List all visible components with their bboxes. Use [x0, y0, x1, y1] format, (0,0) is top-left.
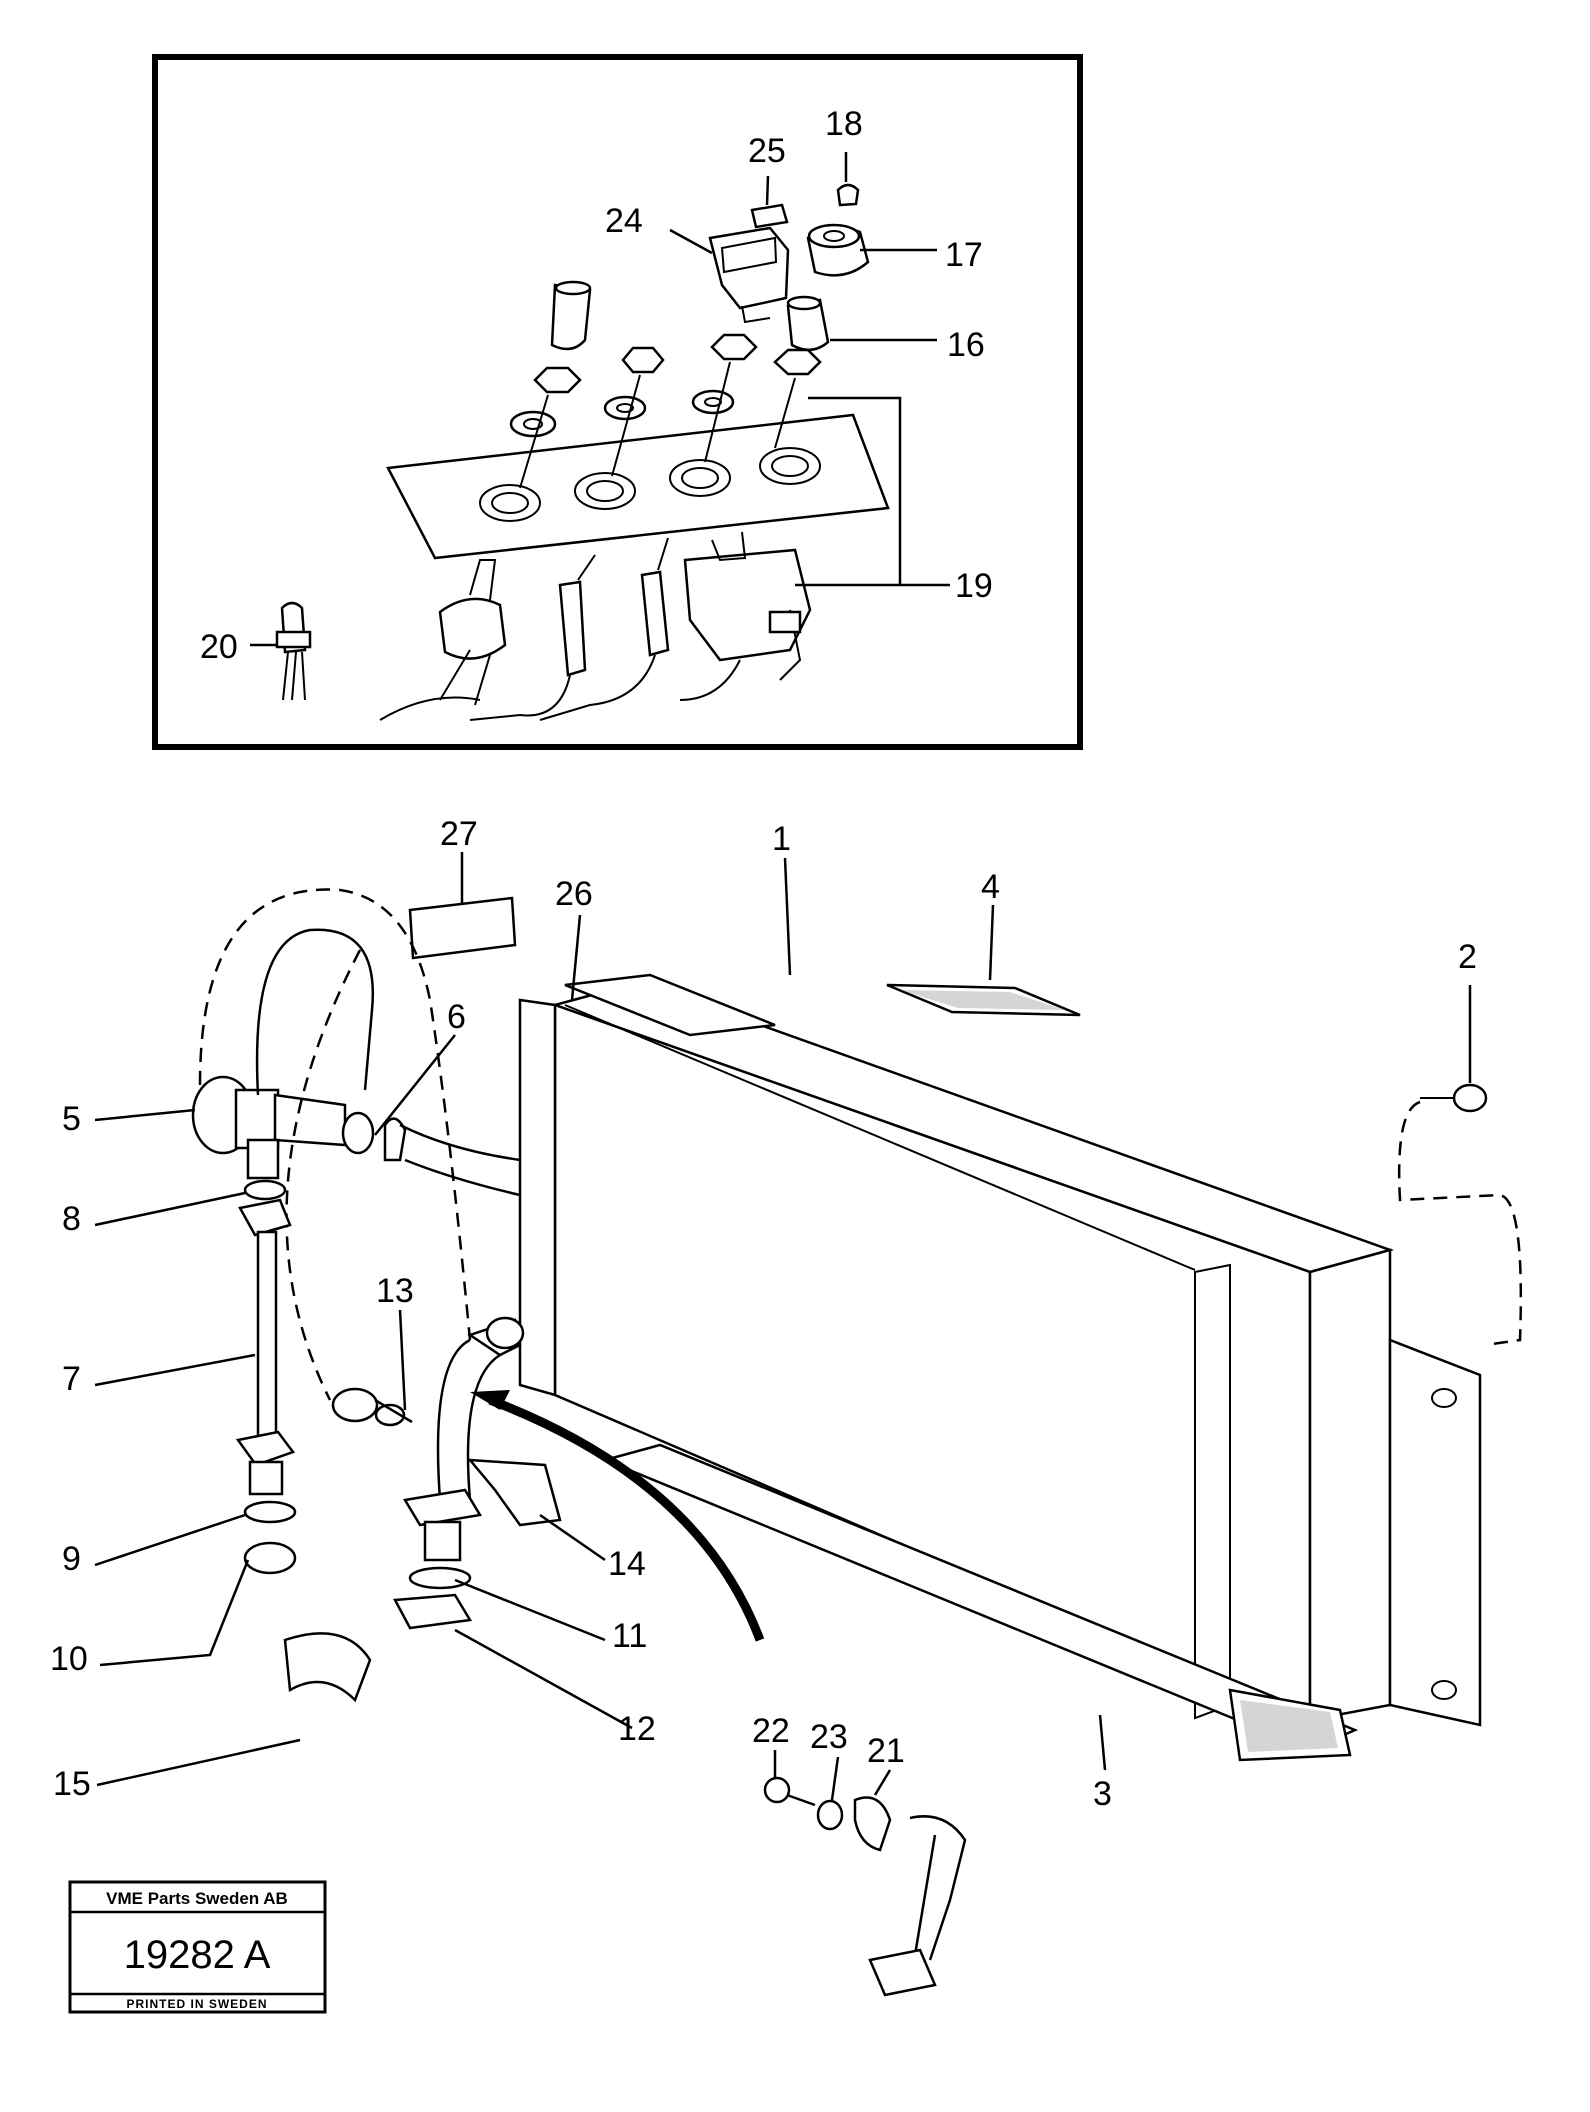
stamp-company: VME Parts Sweden AB — [106, 1889, 288, 1908]
label-12: 12 — [618, 1710, 656, 1748]
label-7: 7 — [62, 1360, 81, 1398]
label-10: 10 — [50, 1640, 88, 1678]
inset-control-panel — [152, 54, 1083, 750]
drawing-stamp: VME Parts Sweden AB 19282 A PRINTED IN S… — [68, 1880, 327, 2014]
label-14: 14 — [608, 1545, 646, 1583]
part-labels: 1 2 3 4 5 6 7 8 9 10 11 12 13 14 15 16 1… — [50, 105, 1477, 1813]
label-13: 13 — [376, 1272, 414, 1310]
label-18: 18 — [825, 105, 863, 143]
label-6: 6 — [447, 998, 466, 1036]
label-24: 24 — [605, 202, 643, 240]
label-22: 22 — [752, 1712, 790, 1750]
label-21: 21 — [867, 1732, 905, 1770]
label-23: 23 — [810, 1718, 848, 1756]
stamp-printed: PRINTED IN SWEDEN — [126, 1997, 267, 2011]
label-5: 5 — [62, 1100, 81, 1138]
label-20: 20 — [200, 628, 238, 666]
label-3: 3 — [1093, 1775, 1112, 1813]
label-11: 11 — [612, 1617, 647, 1655]
label-4: 4 — [981, 868, 1000, 906]
label-9: 9 — [62, 1540, 81, 1578]
label-17: 17 — [945, 236, 983, 274]
label-8: 8 — [62, 1200, 81, 1238]
stamp-drawing-number: 19282 A — [124, 1933, 271, 1977]
label-26: 26 — [555, 875, 593, 913]
label-15: 15 — [53, 1765, 91, 1803]
label-16: 16 — [947, 326, 985, 364]
heater-assembly — [94, 852, 1523, 1997]
label-2: 2 — [1458, 938, 1477, 976]
label-27: 27 — [440, 815, 478, 853]
label-1: 1 — [772, 820, 791, 858]
label-19: 19 — [955, 567, 993, 605]
label-25: 25 — [748, 132, 786, 170]
